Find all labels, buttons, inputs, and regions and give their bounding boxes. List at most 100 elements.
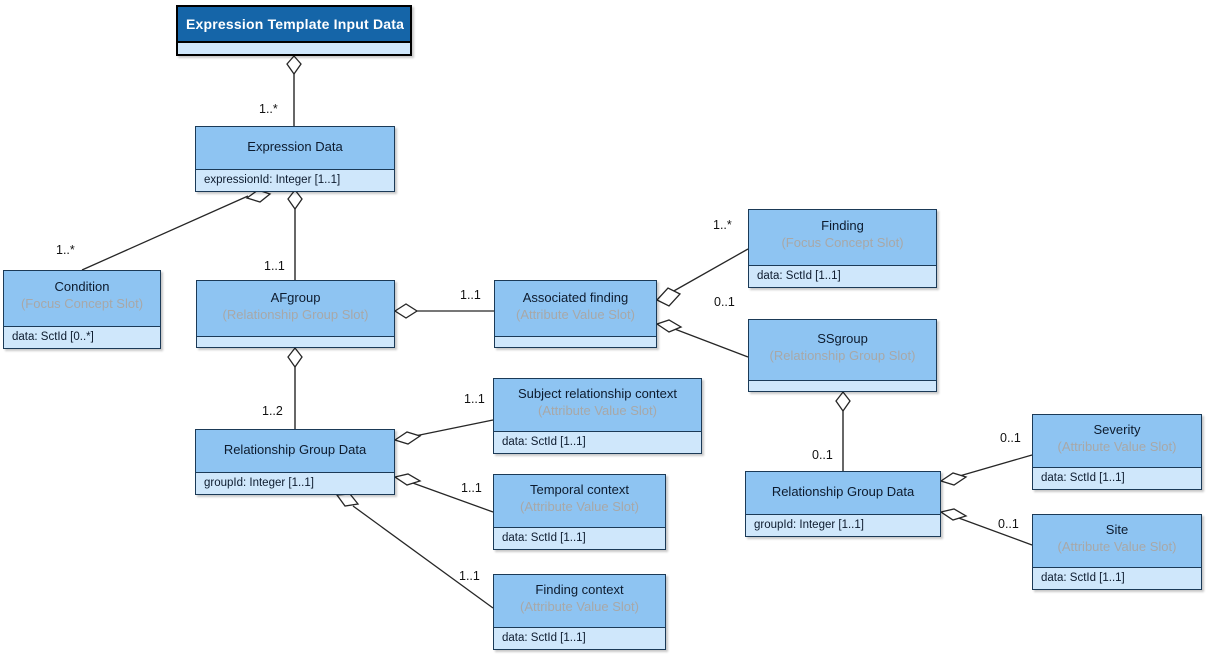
class-relationship-group-data-left[interactable]: Relationship Group Data groupId: Integer… — [195, 429, 395, 495]
class-name: Site — [1105, 522, 1129, 537]
class-attributes-compartment: data: SctId [1..1] — [494, 431, 701, 453]
class-attribute: groupId: Integer [1..1] — [204, 477, 314, 489]
class-header: Finding context (Attribute Value Slot) — [494, 575, 665, 627]
class-stereotype: (Focus Concept Slot) — [781, 235, 904, 250]
class-attributes-compartment: groupId: Integer [1..1] — [746, 514, 940, 536]
class-name: Temporal context — [530, 482, 629, 497]
edge-ssgroup-to-relationship-group-data-right[interactable] — [835, 390, 851, 471]
class-afgroup[interactable]: AFgroup (Relationship Group Slot) — [196, 280, 395, 348]
class-name: SSgroup — [817, 331, 868, 346]
class-stereotype: (Relationship Group Slot) — [769, 348, 916, 363]
edge-rgd-left-to-finding-context[interactable] — [335, 493, 494, 609]
class-temporal-context[interactable]: Temporal context (Attribute Value Slot) … — [493, 474, 666, 550]
class-attribute: data: SctId [1..1] — [502, 632, 586, 644]
class-attributes-compartment: data: SctId [0..*] — [4, 326, 160, 348]
multiplicity-label-afgroup-rgd-left: 1..2 — [262, 404, 283, 418]
class-attributes-compartment: groupId: Integer [1..1] — [196, 472, 394, 494]
edge-title-to-expression-data[interactable] — [286, 55, 302, 126]
multiplicity-label-rgd-right-site: 0..1 — [998, 517, 1019, 531]
class-header: Associated finding (Attribute Value Slot… — [495, 281, 656, 336]
class-attribute: data: SctId [1..1] — [1041, 572, 1125, 584]
class-attributes-compartment: data: SctId [1..1] — [1033, 467, 1201, 489]
multiplicity-label-rgd-left-temporal: 1..1 — [461, 481, 482, 495]
class-header: AFgroup (Relationship Group Slot) — [197, 281, 394, 336]
edge-associated-finding-to-ssgroup[interactable] — [655, 319, 749, 358]
class-attributes-compartment: data: SctId [1..1] — [749, 265, 936, 287]
class-header: Relationship Group Data — [196, 430, 394, 472]
class-condition[interactable]: Condition (Focus Concept Slot) data: Sct… — [3, 270, 161, 349]
class-attribute: data: SctId [0..*] — [12, 331, 94, 343]
class-finding[interactable]: Finding (Focus Concept Slot) data: SctId… — [748, 209, 937, 288]
class-stereotype: (Relationship Group Slot) — [222, 307, 369, 322]
class-header: Subject relationship context (Attribute … — [494, 379, 701, 431]
edge-rgd-left-to-temporal-context[interactable] — [393, 473, 494, 513]
class-stereotype: (Attribute Value Slot) — [516, 307, 635, 322]
edge-expression-data-to-afgroup[interactable] — [287, 188, 303, 280]
class-name: Relationship Group Data — [771, 484, 915, 499]
edge-associated-finding-to-finding[interactable] — [655, 248, 749, 307]
multiplicity-label-expression-data-afgroup: 1..1 — [264, 259, 285, 273]
class-attributes-compartment — [178, 43, 410, 54]
class-name: Expression Template Input Data — [186, 16, 405, 32]
multiplicity-label-associated-finding-finding: 1..* — [713, 218, 732, 232]
class-associated-finding[interactable]: Associated finding (Attribute Value Slot… — [494, 280, 657, 348]
class-subject-relationship-context[interactable]: Subject relationship context (Attribute … — [493, 378, 702, 454]
class-expression-data[interactable]: Expression Data expressionId: Integer [1… — [195, 126, 395, 192]
class-attribute: groupId: Integer [1..1] — [754, 519, 864, 531]
edge-afgroup-to-relationship-group-data-left[interactable] — [287, 346, 303, 429]
multiplicity-label-rgd-left-subject: 1..1 — [464, 392, 485, 406]
class-attribute: expressionId: Integer [1..1] — [204, 174, 341, 186]
class-stereotype: (Attribute Value Slot) — [520, 599, 639, 614]
multiplicity-label-rgd-left-finding-context: 1..1 — [459, 569, 480, 583]
class-stereotype: (Focus Concept Slot) — [20, 296, 144, 311]
multiplicity-label-associated-finding-ssgroup: 0..1 — [714, 295, 735, 309]
class-name: Expression Data — [247, 139, 343, 154]
class-attributes-compartment — [749, 380, 936, 391]
class-stereotype: (Attribute Value Slot) — [538, 403, 657, 418]
class-name: Finding — [821, 218, 864, 233]
class-name: Finding context — [535, 582, 624, 597]
edge-expression-data-to-condition[interactable] — [81, 189, 272, 271]
class-attributes-compartment: expressionId: Integer [1..1] — [196, 169, 394, 191]
class-site[interactable]: Site (Attribute Value Slot) data: SctId … — [1032, 514, 1202, 590]
class-expression-template-input-data[interactable]: Expression Template Input Data — [176, 5, 412, 56]
class-stereotype: (Attribute Value Slot) — [1057, 439, 1177, 454]
class-header: Expression Template Input Data — [178, 7, 410, 43]
class-header: Expression Data — [196, 127, 394, 169]
class-header: Relationship Group Data — [746, 472, 940, 514]
class-name: Severity — [1093, 422, 1141, 437]
class-attributes-compartment: data: SctId [1..1] — [1033, 567, 1201, 589]
class-name: Associated finding — [522, 290, 629, 305]
edge-rgd-right-to-site[interactable] — [939, 508, 1033, 546]
class-finding-context[interactable]: Finding context (Attribute Value Slot) d… — [493, 574, 666, 650]
class-name: Subject relationship context — [518, 386, 677, 401]
class-name: AFgroup — [270, 290, 321, 305]
edge-afgroup-to-associated-finding[interactable] — [393, 303, 494, 319]
class-ssgroup[interactable]: SSgroup (Relationship Group Slot) — [748, 319, 937, 392]
class-name: Relationship Group Data — [223, 442, 367, 457]
class-header: SSgroup (Relationship Group Slot) — [749, 320, 936, 380]
class-header: Condition (Focus Concept Slot) — [4, 271, 160, 326]
class-severity[interactable]: Severity (Attribute Value Slot) data: Sc… — [1032, 414, 1202, 490]
edge-rgd-right-to-severity[interactable] — [939, 454, 1033, 486]
class-attribute: data: SctId [1..1] — [502, 532, 586, 544]
class-attributes-compartment — [495, 336, 656, 347]
multiplicity-label-afgroup-associated-finding: 1..1 — [460, 288, 481, 302]
class-stereotype: (Attribute Value Slot) — [1057, 539, 1177, 554]
class-attributes-compartment: data: SctId [1..1] — [494, 627, 665, 649]
multiplicity-label-ssgroup-rgd-right: 0..1 — [812, 448, 833, 462]
class-attribute: data: SctId [1..1] — [502, 436, 586, 448]
class-header: Finding (Focus Concept Slot) — [749, 210, 936, 265]
class-header: Severity (Attribute Value Slot) — [1033, 415, 1201, 467]
class-header: Temporal context (Attribute Value Slot) — [494, 475, 665, 527]
class-relationship-group-data-right[interactable]: Relationship Group Data groupId: Integer… — [745, 471, 941, 537]
class-name: Condition — [54, 279, 110, 294]
multiplicity-label-expression-data-condition: 1..* — [56, 243, 75, 257]
edge-rgd-left-to-subject-relationship-context[interactable] — [393, 419, 494, 445]
multiplicity-label-rgd-right-severity: 0..1 — [1000, 431, 1021, 445]
multiplicity-label-title-expression-data: 1..* — [259, 102, 278, 116]
class-header: Site (Attribute Value Slot) — [1033, 515, 1201, 567]
class-attributes-compartment — [197, 336, 394, 347]
class-attributes-compartment: data: SctId [1..1] — [494, 527, 665, 549]
